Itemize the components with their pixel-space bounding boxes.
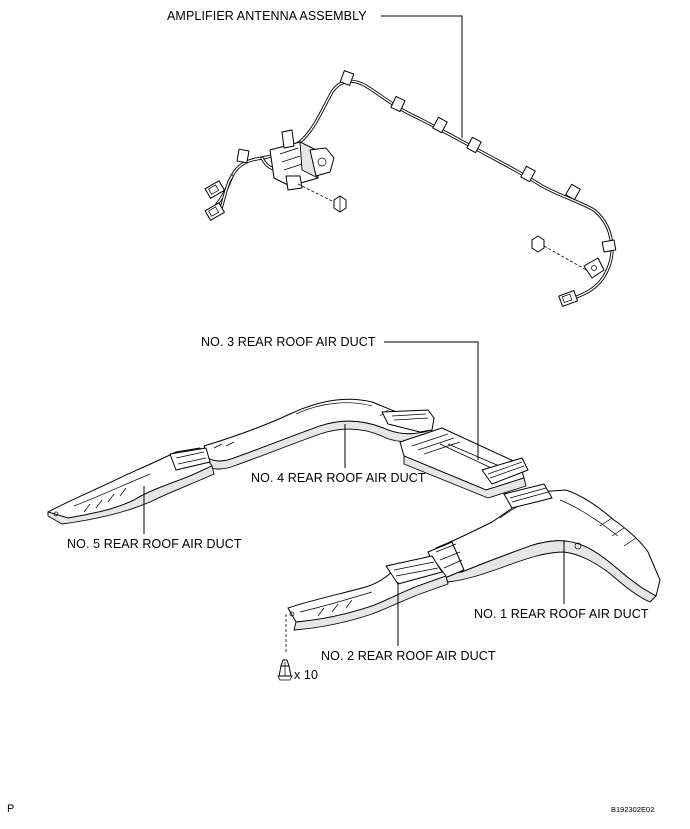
no4-rear-roof-air-duct	[399, 427, 529, 499]
bolt-left	[297, 183, 347, 213]
clip-icon	[277, 659, 293, 681]
amplifier-antenna-assembly	[204, 70, 617, 307]
no1-rear-roof-air-duct	[427, 483, 661, 603]
label-no4-rear-roof-air-duct: NO. 4 REAR ROOF AIR DUCT	[251, 471, 426, 485]
no3-rear-roof-air-duct	[203, 398, 435, 470]
footer-left-code: P	[7, 803, 15, 815]
bolt-right	[531, 235, 605, 279]
label-no2-rear-roof-air-duct: NO. 2 REAR ROOF AIR DUCT	[321, 649, 496, 663]
leader-lines	[143, 15, 565, 646]
cable-connectors	[204, 180, 579, 307]
label-clip-quantity: x 10	[294, 668, 319, 682]
label-no5-rear-roof-air-duct: NO. 5 REAR ROOF AIR DUCT	[67, 537, 242, 551]
no5-rear-roof-air-duct	[47, 447, 215, 525]
label-no3-rear-roof-air-duct: NO. 3 REAR ROOF AIR DUCT	[201, 335, 376, 349]
no2-rear-roof-air-duct	[285, 555, 449, 652]
label-no1-rear-roof-air-duct: NO. 1 REAR ROOF AIR DUCT	[474, 607, 649, 621]
cable-clips	[236, 70, 617, 253]
amplifier-unit	[269, 129, 335, 191]
label-amplifier-antenna-assembly: AMPLIFIER ANTENNA ASSEMBLY	[167, 9, 367, 23]
figure-id: B192302E02	[611, 805, 655, 814]
